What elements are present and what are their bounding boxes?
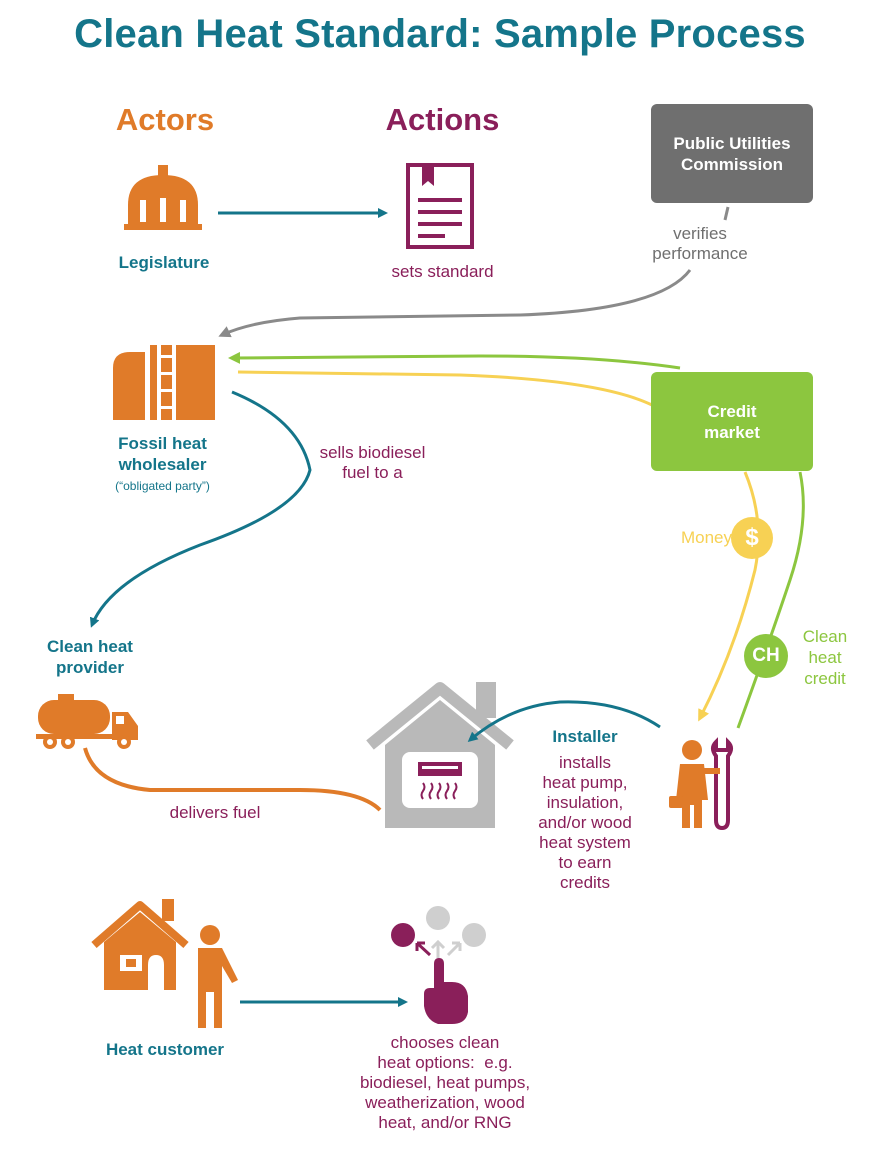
chooses-line: heat options: e.g.: [377, 1053, 513, 1072]
page-title: Clean Heat Standard: Sample Process: [74, 12, 806, 56]
puc-connector-line: [723, 206, 730, 221]
installs-line: heat system: [539, 833, 631, 852]
sells-biodiesel-label: sells biodiesel fuel to a: [290, 443, 455, 483]
installs-line: and/or wood: [538, 813, 632, 832]
chooses-description: chooses clean heat options: e.g. biodies…: [325, 1033, 565, 1133]
installs-line: heat pump,: [542, 773, 628, 792]
capitol-dome-icon: [124, 165, 202, 230]
clean-heat-provider-label: Clean heat provider: [20, 636, 160, 678]
choice-selection-icon: [391, 906, 486, 1024]
clean-heat-credit-label: Clean heat credit: [790, 626, 860, 689]
clean-credit-line2: heat: [808, 648, 842, 667]
verifies-performance-label: verifies performance: [625, 224, 775, 264]
credit-market-box: Credit market: [651, 372, 813, 471]
fuel-truck-icon: [36, 694, 138, 749]
sets-standard-label: sets standard: [391, 262, 494, 281]
puc-box-shape: [651, 104, 813, 203]
wholesaler-label: Fossil heat wholesaler: [90, 433, 235, 475]
installer-to-house-arrow: [467, 700, 661, 742]
delivers-fuel-line: [83, 747, 382, 812]
heat-customer-label: Heat customer: [105, 1040, 225, 1059]
clean-credit-line3: credit: [804, 669, 846, 688]
verifies-line1: verifies: [673, 224, 727, 243]
installs-line: insulation,: [546, 793, 624, 812]
customer-home-icon: [91, 899, 189, 990]
chooses-line: heat, and/or RNG: [378, 1113, 512, 1132]
installs-line: credits: [559, 873, 611, 892]
provider-line2: provider: [55, 658, 125, 677]
money-label: Money: [680, 528, 732, 547]
ch-symbol: CH: [752, 645, 780, 666]
wholesaler-line2: wholesaler: [118, 455, 207, 474]
actors-header: Actors: [115, 102, 215, 137]
wholesaler-line1: Fossil heat: [118, 434, 207, 453]
money-coin-icon: [731, 517, 773, 559]
installs-line: installs: [559, 753, 611, 772]
money-arrow: [698, 471, 760, 722]
chooses-line: weatherization, wood: [365, 1093, 525, 1112]
sells-line2: fuel to a: [342, 463, 403, 482]
credit-market-box-shape: [651, 372, 813, 471]
sells-fuel-arrow: [89, 390, 312, 628]
provider-line1: Clean heat: [47, 637, 133, 656]
money-symbol: $: [745, 524, 759, 551]
sells-line1: sells biodiesel: [319, 443, 426, 462]
delivers-fuel-label: delivers fuel: [169, 803, 261, 822]
clean-credit-line1: Clean: [802, 627, 848, 646]
document-icon: [406, 163, 474, 249]
credit-line1: Credit: [707, 401, 757, 421]
customer-person-icon: [198, 925, 238, 1028]
credit-line2: market: [704, 422, 760, 442]
puc-box: Public Utilities Commission: [651, 104, 813, 203]
credit-to-wholesaler-arrow: [228, 351, 681, 370]
worker-with-wrench-icon: [669, 737, 733, 831]
puc-label-line2: Commission: [680, 154, 784, 174]
installs-description: installs heat pump, insulation, and/or w…: [510, 753, 660, 893]
puc-label-line1: Public Utilities: [673, 133, 791, 153]
clean-heat-credit-line: [736, 471, 805, 729]
installs-line: to earn: [558, 853, 612, 872]
actions-header: Actions: [385, 102, 500, 137]
verifies-performance-arrow: [218, 269, 692, 338]
chooses-line: biodiesel, heat pumps,: [359, 1073, 531, 1092]
chooses-line: chooses clean: [390, 1033, 500, 1052]
verifies-line2: performance: [652, 244, 748, 263]
installer-label: Installer: [552, 727, 618, 746]
wholesaler-to-credit-line: [237, 370, 653, 407]
ch-coin-icon: [744, 634, 788, 678]
house-icon: [366, 682, 514, 828]
legislature-label: Legislature: [118, 253, 210, 272]
obligated-party-note: (“obligated party”): [115, 479, 210, 493]
storage-tank-icon: [113, 345, 215, 420]
